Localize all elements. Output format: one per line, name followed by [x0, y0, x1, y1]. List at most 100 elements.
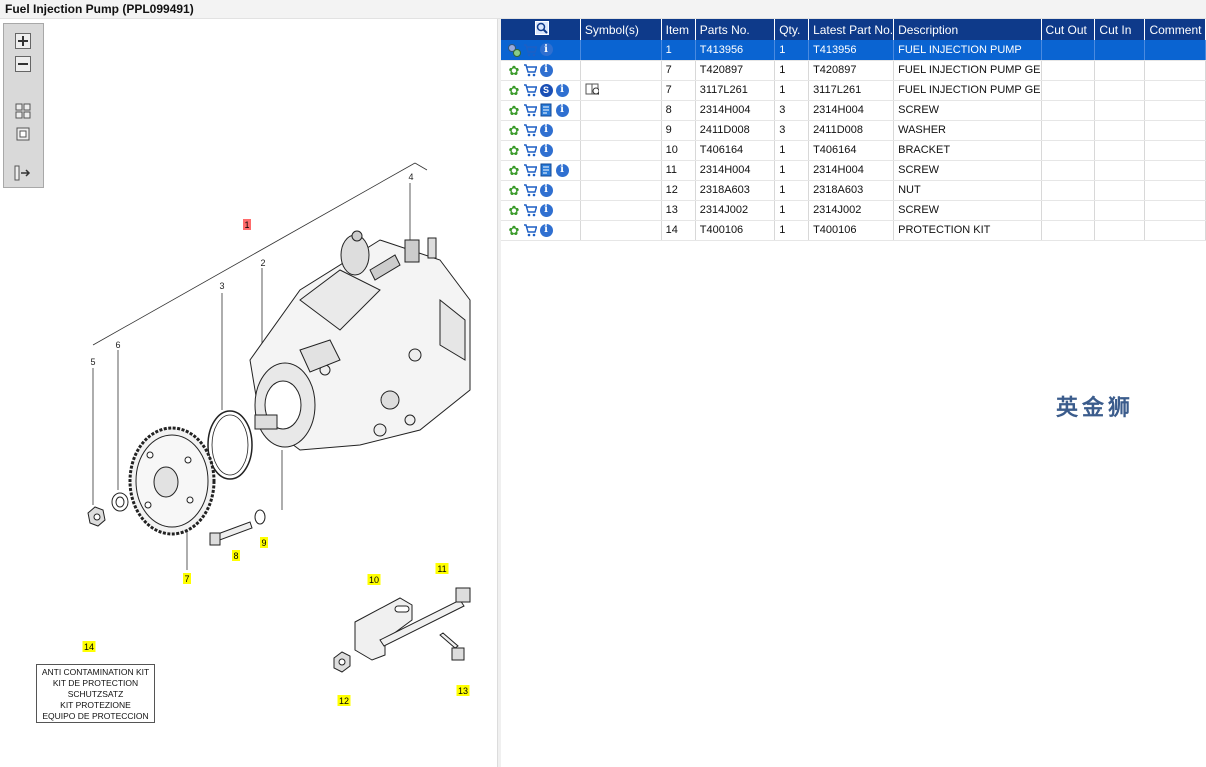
column-header[interactable]: Parts No. — [695, 19, 776, 40]
column-header[interactable]: Latest Part No. — [808, 19, 895, 40]
cart-icon[interactable] — [523, 143, 537, 157]
document-icon[interactable] — [539, 103, 553, 117]
callout-11[interactable]: 11 — [435, 563, 449, 574]
quantity-cell: 1 — [774, 40, 810, 61]
column-header[interactable]: Comment — [1144, 19, 1206, 40]
info-icon[interactable]: i — [555, 83, 569, 97]
toggle-list-icon[interactable] — [13, 164, 33, 182]
kit-line: KIT DE PROTECTION — [52, 678, 139, 688]
gear-icon[interactable]: ✿ — [508, 102, 520, 118]
row-actions: ✿i — [501, 60, 581, 81]
cart-icon[interactable] — [523, 163, 537, 177]
info-icon[interactable]: i — [555, 163, 569, 177]
splitter[interactable] — [498, 19, 501, 767]
info-icon[interactable]: i — [539, 63, 553, 77]
info-icon[interactable]: i — [539, 203, 553, 217]
column-header-actions[interactable] — [501, 19, 581, 40]
item-cell: 7 — [661, 60, 696, 81]
callout-9[interactable]: 9 — [260, 537, 268, 548]
callout-2[interactable]: 2 — [260, 258, 265, 268]
callout-1[interactable]: 1 — [243, 219, 251, 230]
callout-7[interactable]: 7 — [183, 573, 191, 584]
info-icon[interactable]: i — [555, 103, 569, 117]
cart-icon[interactable] — [523, 63, 537, 77]
callout-12[interactable]: 12 — [337, 695, 351, 706]
book-icon[interactable] — [585, 82, 599, 96]
zoom-in-icon[interactable] — [13, 32, 33, 50]
item-cell: 13 — [661, 200, 696, 221]
cart-icon[interactable] — [523, 183, 537, 197]
fit-all-icon[interactable] — [13, 102, 33, 120]
gear-icon[interactable]: ✿ — [508, 202, 520, 218]
gear-icon[interactable]: ✿ — [508, 62, 520, 78]
symbol-cell — [580, 60, 662, 81]
actual-size-icon[interactable] — [13, 125, 33, 143]
column-header[interactable]: Qty. — [774, 19, 810, 40]
latest-part-cell: 2314J002 — [808, 200, 895, 221]
latest-part-cell: T400106 — [808, 220, 895, 241]
description-cell: NUT — [893, 180, 1042, 201]
column-header[interactable]: Description — [893, 19, 1042, 40]
callout-3[interactable]: 3 — [219, 281, 224, 291]
zoom-toolbar — [3, 23, 44, 188]
latest-part-cell: 2318A603 — [808, 180, 895, 201]
cart-icon[interactable] — [523, 103, 537, 117]
search-icon[interactable] — [535, 21, 550, 35]
gear-icon[interactable]: ✿ — [508, 182, 520, 198]
column-header[interactable]: Symbol(s) — [580, 19, 662, 40]
info-icon[interactable]: i — [539, 123, 553, 137]
zoom-out-icon[interactable] — [13, 55, 33, 73]
symbol-cell[interactable] — [580, 80, 662, 101]
callout-label: 4 — [408, 172, 413, 182]
cart-icon[interactable] — [523, 223, 537, 237]
callout-highlight — [456, 685, 470, 696]
callout-6[interactable]: 6 — [115, 340, 120, 350]
gear-icon[interactable]: ✿ — [508, 82, 520, 98]
gear-icon[interactable]: ✿ — [508, 162, 520, 178]
callout-10[interactable]: 10 — [367, 574, 381, 585]
cut-out-cell — [1041, 180, 1096, 201]
part-number-cell: 2314H004 — [695, 160, 776, 181]
cart-icon[interactable] — [523, 123, 537, 137]
document-icon[interactable] — [539, 163, 553, 177]
column-header[interactable]: Cut In — [1094, 19, 1146, 40]
info-icon[interactable]: i — [539, 223, 553, 237]
callout-13[interactable]: 13 — [456, 685, 470, 696]
quantity-cell: 1 — [774, 160, 810, 181]
column-header[interactable]: Item — [661, 19, 696, 40]
supersession-icon[interactable]: S — [539, 83, 553, 97]
callout-5[interactable]: 5 — [90, 357, 95, 367]
gear-icon[interactable]: ✿ — [508, 142, 520, 158]
cut-in-cell — [1094, 120, 1146, 141]
info-icon[interactable]: i — [539, 43, 553, 57]
callout-8[interactable]: 8 — [232, 550, 240, 561]
row-actions: ✿i — [501, 220, 581, 241]
column-header[interactable]: Cut Out — [1041, 19, 1096, 40]
cart-icon[interactable] — [523, 43, 537, 57]
cart-icon[interactable] — [523, 83, 537, 97]
gear-icon[interactable]: ✿ — [508, 222, 520, 238]
cart-icon[interactable] — [523, 203, 537, 217]
callout-label: 1 — [244, 220, 249, 230]
description-cell: FUEL INJECTION PUMP GE — [893, 80, 1042, 101]
callout-14[interactable]: 14 — [82, 641, 96, 652]
info-icon[interactable]: i — [539, 143, 553, 157]
callout-4[interactable]: 4 — [408, 172, 413, 182]
description-cell: SCREW — [893, 160, 1042, 181]
assembly-icon[interactable] — [507, 43, 521, 57]
info-icon[interactable]: i — [539, 183, 553, 197]
gear-icon[interactable]: ✿ — [508, 122, 520, 138]
description-cell: PROTECTION KIT — [893, 220, 1042, 241]
